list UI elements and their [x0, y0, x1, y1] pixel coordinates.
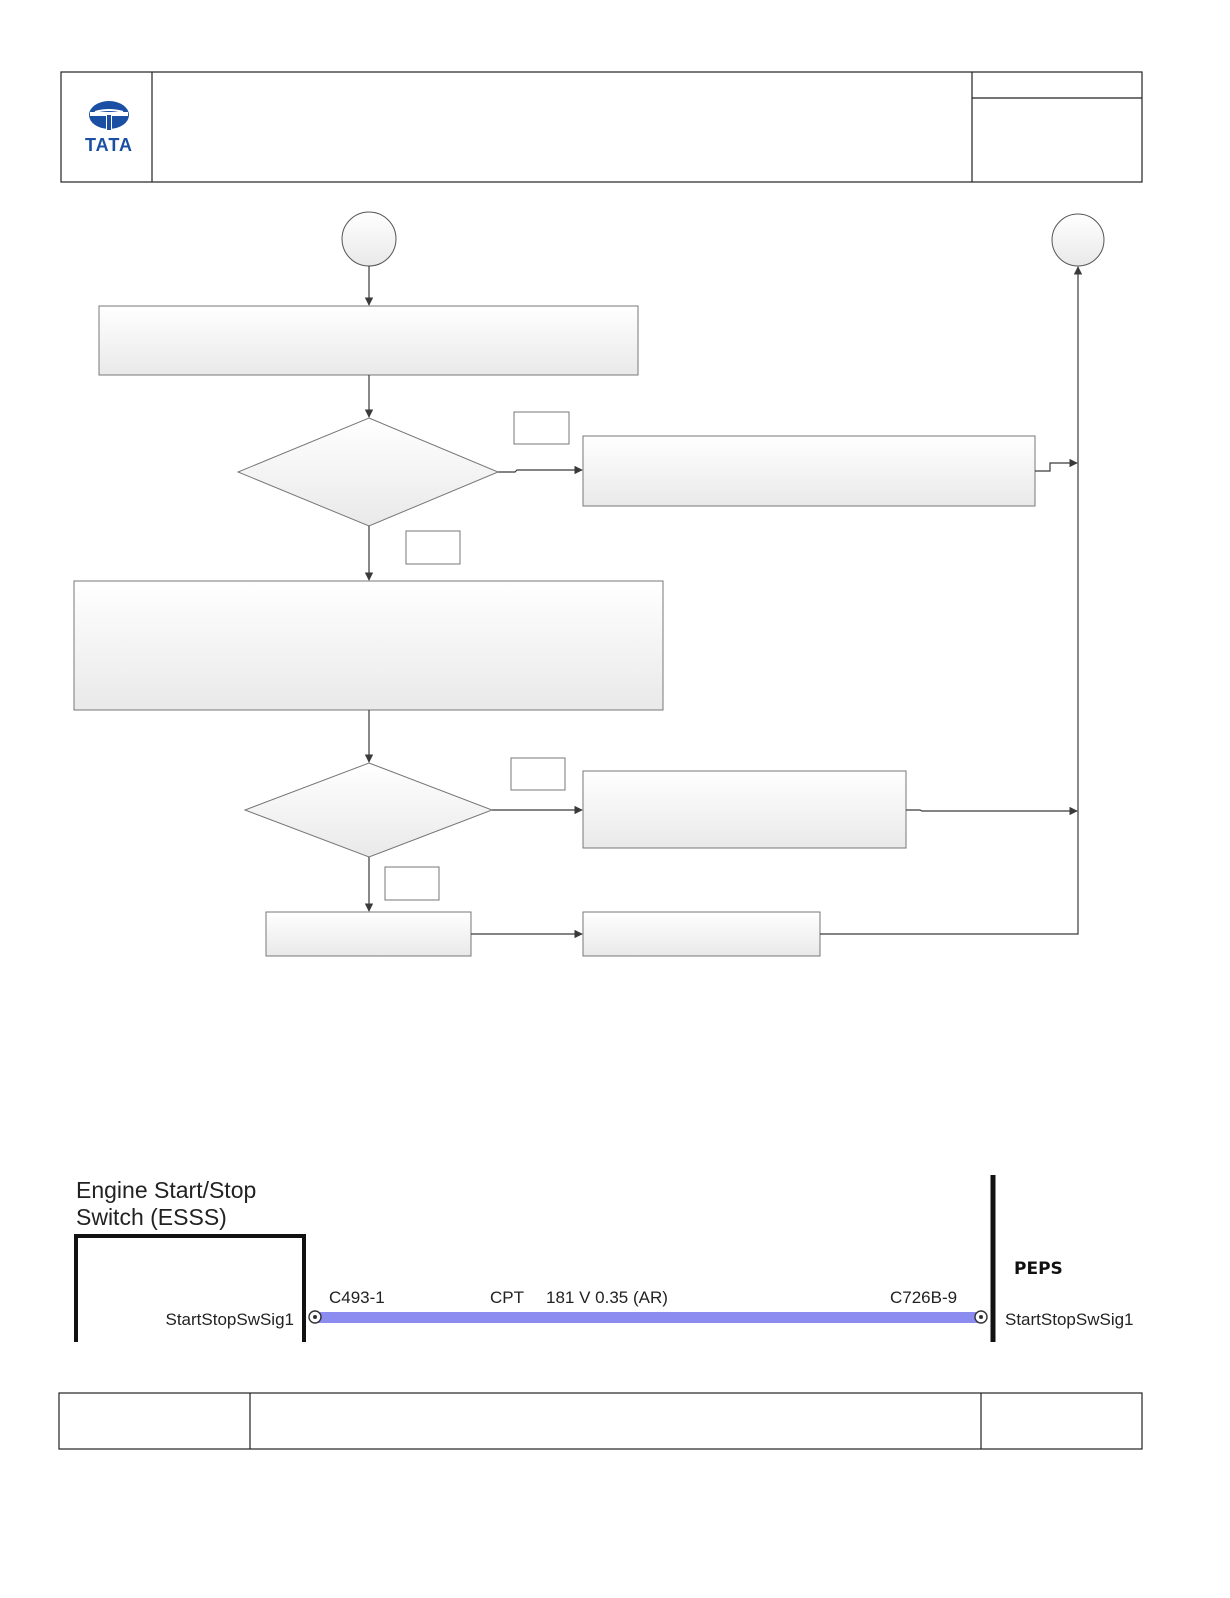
arrow-decision1-action1 — [498, 465, 583, 475]
peps-component-name: PEPS — [1014, 1259, 1063, 1279]
arrow-action1-end — [1035, 458, 1078, 472]
left-connector-label: C493-1 — [329, 1288, 385, 1307]
flow-label-box-1a — [513, 411, 570, 445]
peps-pin-signal: StartStopSwSig1 — [1005, 1310, 1134, 1329]
footer-frame — [58, 1392, 1143, 1450]
flow-connector-end — [1051, 213, 1105, 267]
esss-component-frame — [74, 1234, 306, 1342]
flow-step-3 — [265, 911, 472, 957]
flow-label-box-2b — [384, 866, 440, 901]
wire-cpt — [316, 1312, 980, 1323]
flow-connector-start — [341, 211, 397, 267]
flow-arrows — [364, 266, 1083, 939]
arrow-return-line — [820, 266, 1083, 935]
esss-component-name: Engine Start/Stop — [76, 1177, 256, 1203]
pin-c726b-9-dot — [979, 1315, 983, 1319]
flow-action-2 — [582, 770, 907, 849]
flow-decision-1 — [236, 417, 500, 527]
esss-component-name-line2: Switch (ESSS) — [76, 1204, 227, 1230]
flow-step-1 — [98, 305, 639, 376]
flow-step-2 — [73, 580, 664, 711]
header-frame — [60, 71, 1143, 183]
right-connector-label: C726B-9 — [890, 1288, 957, 1307]
arrow-action2-end — [906, 806, 1078, 816]
pin-c493-1-dot — [313, 1315, 317, 1319]
wire-spec: 181 V 0.35 (AR) — [546, 1288, 668, 1307]
flowchart — [73, 211, 1105, 957]
wiring-diagram: Engine Start/Stop Switch (ESSS) StartSto… — [74, 1175, 1134, 1342]
footer-block — [58, 1392, 1143, 1450]
esss-pin-signal: StartStopSwSig1 — [165, 1310, 294, 1329]
header-block: TATA — [60, 71, 1143, 183]
flow-action-1 — [582, 435, 1036, 507]
wire-label: CPT — [490, 1288, 524, 1307]
flow-label-box-1b — [405, 530, 461, 565]
logo-text: TATA — [85, 135, 133, 155]
flow-label-box-2a — [510, 757, 566, 791]
tata-logo-icon — [89, 101, 129, 130]
flow-decision-2 — [243, 762, 494, 858]
flow-step-4 — [582, 911, 821, 957]
